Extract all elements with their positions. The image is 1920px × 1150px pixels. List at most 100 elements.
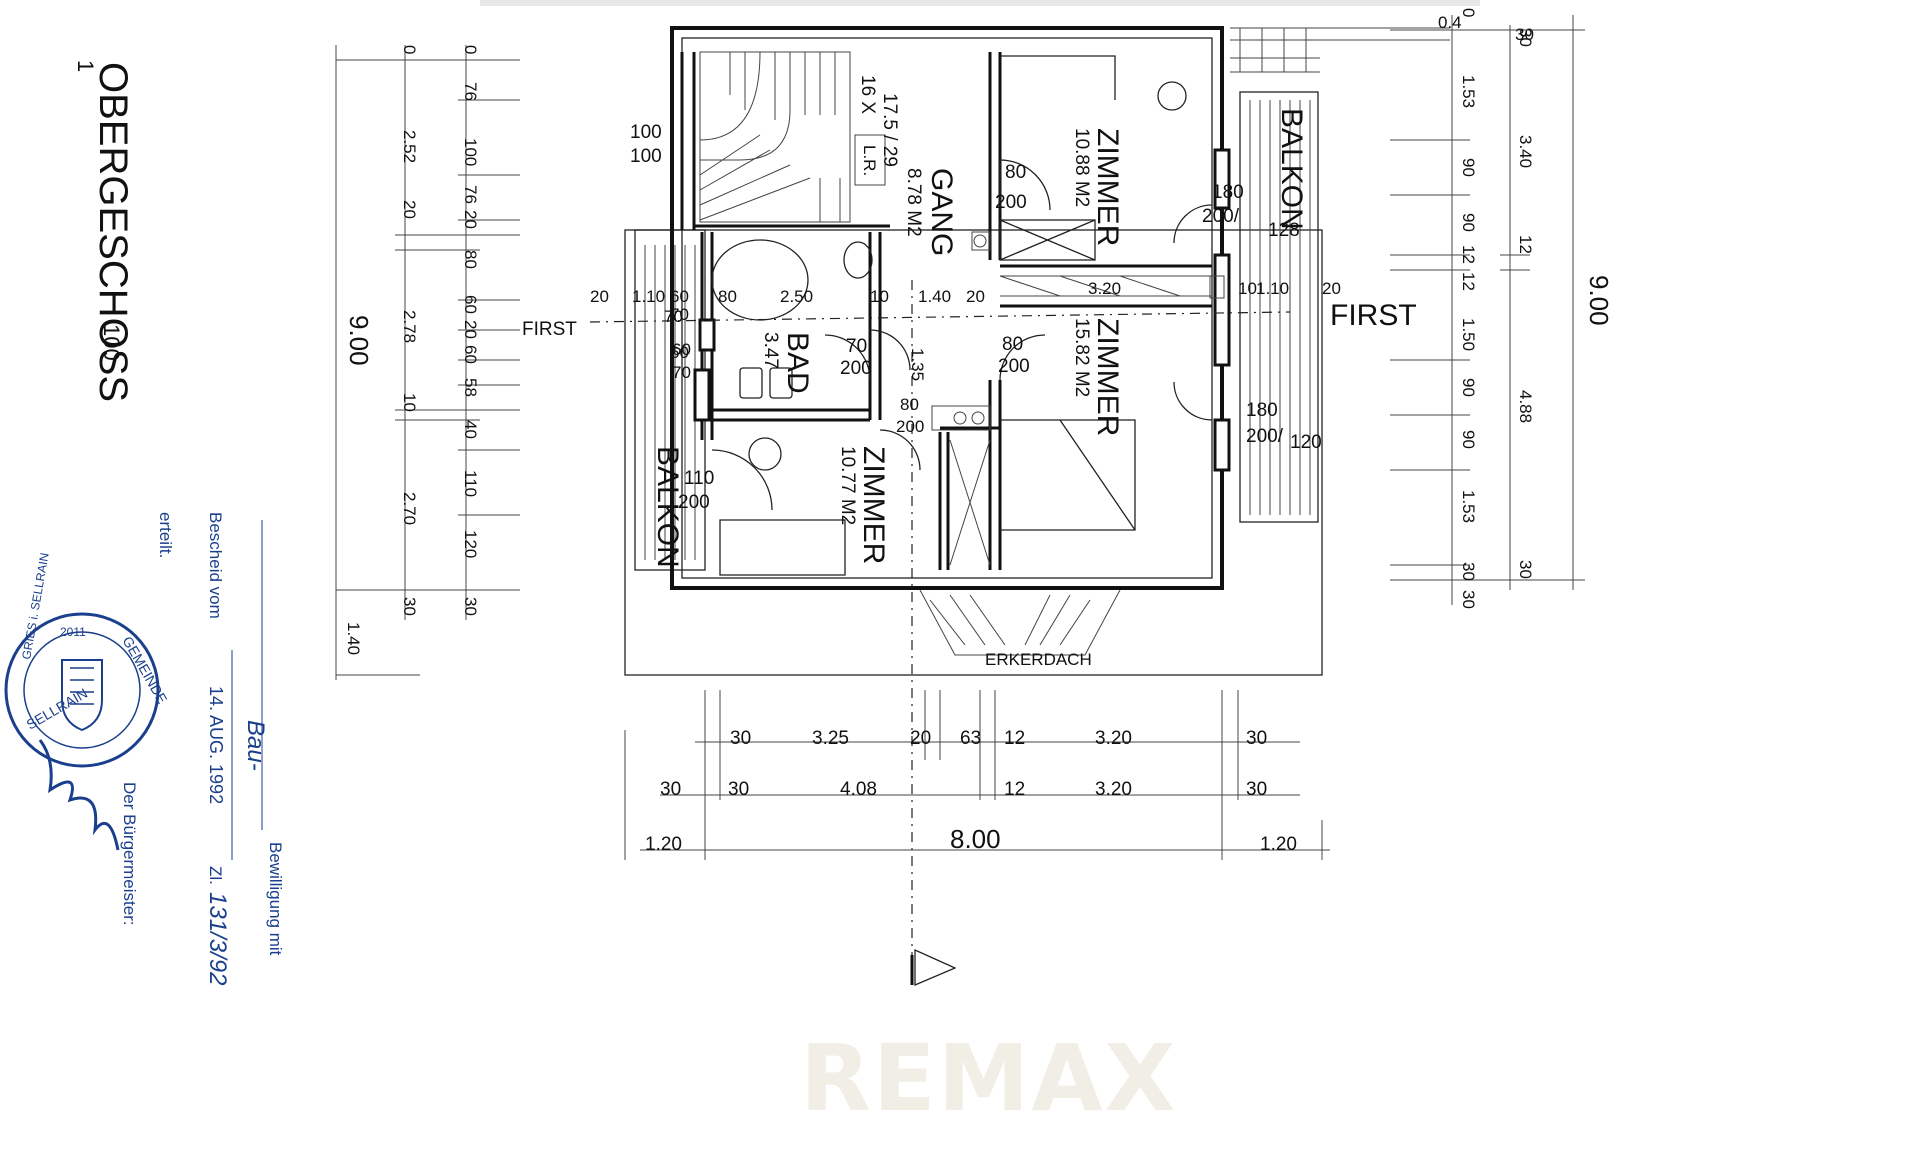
inner-dim: 1.10 — [632, 287, 665, 306]
inner-dim: 1.35 — [908, 348, 927, 381]
dim-value: 12 — [1459, 245, 1478, 264]
dim-value: 110 — [461, 470, 480, 497]
dim-value: 76 — [461, 82, 480, 101]
room-gang-name: GANG — [925, 168, 958, 256]
dim-value: 12 — [1004, 728, 1025, 749]
room-bad-name: BAD — [781, 332, 814, 394]
dim-value: 2.70 — [400, 492, 419, 525]
room-bad-area: 3.47 — [760, 332, 781, 369]
door-label: 100 — [630, 122, 662, 143]
approval-type: Bau- — [242, 720, 269, 771]
seal-text-bottom: SELLRAIN — [24, 685, 91, 733]
approval-zl: 131/3/92 — [204, 892, 231, 985]
dim-lines-right — [1390, 15, 1585, 605]
room-zimmer-c-name: ZIMMER — [857, 446, 890, 564]
room-zimmer-b-name: ZIMMER — [1091, 318, 1124, 436]
dim-value: 20 — [461, 210, 480, 229]
roof-outline — [624, 229, 1323, 676]
door-label: 200/ — [1246, 426, 1284, 447]
interior-walls — [680, 52, 1212, 570]
door-label: 70 — [664, 307, 683, 326]
watermark: REMAX — [800, 1025, 1177, 1132]
dim-value: 3.20 — [1095, 728, 1132, 749]
dim-value: 30 — [1459, 590, 1478, 609]
door-label: 70 — [672, 363, 691, 382]
approval-zl-prefix: Zl. — [206, 866, 225, 885]
balcony-right-outline — [1239, 91, 1319, 523]
door-label: 70 — [846, 336, 867, 357]
approval-mayor: Der Bürgermeister: — [120, 782, 139, 926]
door-label: 200 — [995, 192, 1027, 213]
erkerdach-label: ERKERDACH — [985, 650, 1092, 669]
dim-value: 1.53 — [1459, 490, 1478, 523]
dim-value: 30 — [730, 728, 751, 749]
dim-value: 80 — [461, 250, 480, 269]
dim-value: 12 — [1516, 235, 1535, 254]
dim-value: 3.40 — [1516, 135, 1535, 168]
dim-value: 20 — [461, 320, 480, 339]
staircase — [699, 51, 886, 223]
room-zimmer-b-area: 15.82 M2 — [1071, 318, 1092, 397]
door-label: 180 — [1212, 182, 1244, 203]
dim-value: 2.78 — [400, 310, 419, 343]
dim-value: 3.25 — [812, 728, 849, 749]
dim-value: 20 — [910, 728, 931, 749]
dim-value: 4.08 — [840, 779, 877, 800]
door-label: 80 — [1005, 162, 1026, 183]
title-scale-prefix: 1 — [73, 60, 98, 72]
dim-value: 2.52 — [400, 130, 419, 163]
dim-value: 58 — [461, 378, 480, 397]
eave-lines — [1230, 27, 1450, 73]
approval-lines — [231, 520, 263, 860]
dim-value: 76 — [461, 185, 480, 204]
dim-value: 100 — [461, 138, 480, 166]
erker-roof — [919, 589, 1121, 656]
inner-dim: 10 — [870, 287, 889, 306]
dim-values-bottom-row3: 1.20 8.00 1.20 — [645, 824, 1297, 855]
door-label: 128 — [1268, 220, 1300, 241]
dim-values-right-inner: 0 1.53 90 90 12 12 1.50 90 90 1.53 30 30 — [1459, 8, 1478, 609]
seal-text-top: GEMEINDE — [119, 634, 170, 707]
door-label: 180 — [1246, 400, 1278, 421]
dim-value: 0 — [400, 45, 419, 54]
dim-value: 90 — [1459, 213, 1478, 232]
scan-shadow — [480, 0, 1480, 6]
dim-right-total: 9.00 — [1584, 275, 1614, 326]
door-label: 120 — [1290, 432, 1322, 453]
stair-lr: L.R. — [860, 145, 879, 176]
door-label: 60 — [672, 340, 691, 359]
dim-left-extra: 1.40 — [344, 622, 363, 655]
door-label: 80 — [1002, 334, 1023, 355]
dim-value: 60 — [461, 295, 480, 314]
top-small-label: 0.4 — [1438, 13, 1462, 32]
approval-line1: Bewilligung mit — [266, 842, 285, 956]
door-label: 110 — [684, 468, 714, 489]
approval-text: Bewilligung mit Bescheid vom 14. AUG. 19… — [120, 512, 285, 985]
ridge-label-right: FIRST — [1330, 299, 1417, 332]
dim-values-right-outer: 30 3.40 12 4.88 30 — [1516, 28, 1535, 579]
dim-values-bottom-row2: 30 30 4.08 12 3.20 30 — [660, 779, 1267, 800]
dim-value: 120 — [461, 530, 480, 558]
dim-value: 30 — [660, 779, 681, 800]
door-label: 200/ — [1202, 206, 1240, 227]
municipal-seal: GEMEINDE SELLRAIN GRIES i. SELLRAIN 2011 — [4, 552, 171, 851]
dim-value: 30 — [1516, 28, 1535, 47]
wardrobe-strip — [999, 275, 1212, 297]
dim-value: 1.53 — [1459, 75, 1478, 108]
door-label: 200 — [840, 358, 872, 379]
dim-value: 60 — [461, 345, 480, 364]
shaft-cross — [931, 231, 1225, 566]
dim-value: 30 — [1516, 560, 1535, 579]
inner-dim: 3.20 — [1088, 279, 1121, 298]
title-text: OBERGESCHOSS — [91, 62, 135, 402]
inner-dimension-labels: 20 1.10 60 80 2.50 10 1.40 20 3.20 10 1.… — [590, 279, 1341, 381]
door-label: 200 — [678, 492, 710, 513]
dim-left-total: 9.00 — [344, 315, 374, 366]
door-label: 200 — [998, 356, 1030, 377]
door-label: 80 — [900, 395, 919, 414]
door-label: 200 — [896, 417, 924, 436]
inner-dim: 20 — [1322, 279, 1341, 298]
dim-value: 4.88 — [1516, 390, 1535, 423]
inner-dim: 70 — [670, 305, 689, 324]
windows — [693, 148, 1231, 472]
